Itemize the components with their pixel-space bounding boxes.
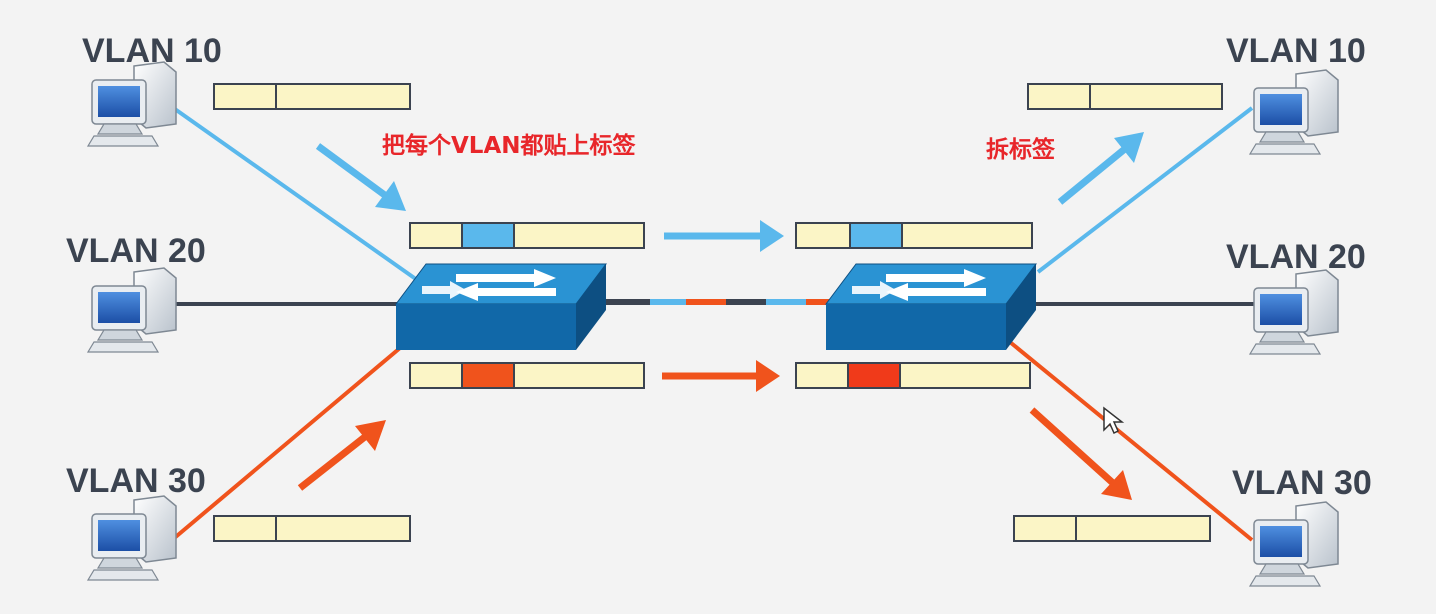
network-switch-icon [825,263,1037,350]
flow-arrows [297,132,1144,500]
vlan-tag-blue [461,222,515,249]
link-left-vlan10 [170,105,422,284]
frame-right-vlan10 [1027,83,1223,110]
vlan-label-left-mid: VLAN 20 [66,232,206,270]
hosts [86,61,1339,587]
desktop-computer-icon [1248,269,1339,355]
tagged-frame-right-vlan10 [795,222,1033,249]
arrow-trunk-vlan30 [662,360,780,392]
tagged-frame-right-vlan30 [795,362,1031,389]
vlan-label-right-bot: VLAN 30 [1232,464,1372,502]
vlan-label-right-top: VLAN 10 [1226,32,1366,70]
mouse-cursor-icon [1103,406,1125,435]
tagged-frame-left-vlan30 [409,362,645,389]
vlan-label-right-mid: VLAN 20 [1226,238,1366,276]
connection-lines [170,105,1258,542]
link-right-vlan30 [1003,336,1254,542]
desktop-computer-icon [86,61,177,147]
arrow-vlan10-out [1057,132,1144,205]
desktop-computer-icon [86,267,177,353]
desktop-computer-icon [86,495,177,581]
vlan-tag-red [847,362,901,389]
arrow-vlan30-in [297,420,386,491]
frame-left-vlan30 [213,515,411,542]
arrow-trunk-vlan10 [664,220,784,252]
link-left-vlan30 [170,346,402,542]
vlan-tag-red [461,362,515,389]
link-right-vlan10 [1036,106,1254,274]
frame-left-vlan10 [213,83,411,110]
tagged-frame-left-vlan10 [409,222,645,249]
vlan-label-left-top: VLAN 10 [82,32,222,70]
network-switch-icon [395,263,607,350]
desktop-computer-icon [1248,69,1339,155]
frame-right-vlan30 [1013,515,1211,542]
desktop-computer-icon [1248,501,1339,587]
annotation-tag-each-vlan: 把每个VLAN都贴上标签 [382,132,637,159]
vlan-label-left-bot: VLAN 30 [66,462,206,500]
arrow-vlan30-out [1029,407,1132,500]
arrow-vlan10-in [315,143,406,211]
annotation-untag: 拆标签 [986,136,1056,163]
vlan-tag-blue [849,222,903,249]
